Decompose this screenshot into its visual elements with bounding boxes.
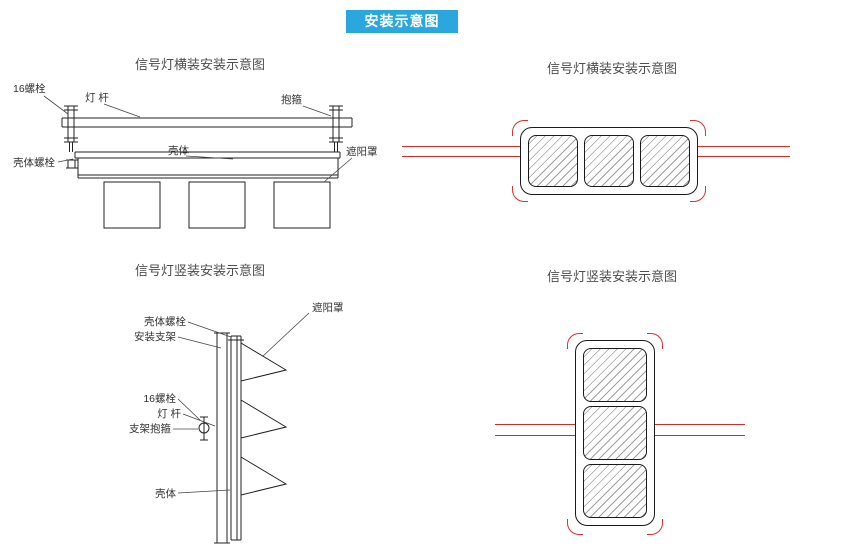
label-bolt16: 16螺栓 [13, 82, 46, 95]
vertical-side-labels: 遮阳罩 壳体螺栓 安装支架 16螺栓 灯 杆 支架抱箍 壳体 [129, 301, 344, 500]
vertical-side-diagram: 遮阳罩 壳体螺栓 安装支架 16螺栓 灯 杆 支架抱箍 壳体 [129, 301, 344, 544]
signal-lens [584, 135, 634, 187]
bracket-bolt-symbol [198, 416, 210, 441]
signal-lens [640, 135, 690, 187]
signal-lens [583, 464, 647, 518]
signal-lens [528, 135, 578, 187]
pole-segment-right [698, 146, 790, 157]
red-corner-mark [512, 120, 528, 136]
label-pole: 灯 杆 [157, 407, 181, 420]
section-title-vertical-side: 信号灯竖装安装示意图 [134, 263, 265, 278]
label-mount-bracket: 安装支架 [134, 330, 176, 343]
red-corner-mark [647, 519, 663, 535]
label-pole: 灯 杆 [85, 91, 109, 104]
label-housing: 壳体 [168, 144, 189, 157]
signal-lens [583, 348, 647, 402]
label-sunshade: 遮阳罩 [312, 301, 344, 314]
label-sunshade: 遮阳罩 [346, 145, 378, 158]
signal-housing-horizontal [520, 127, 698, 195]
red-corner-mark [512, 186, 528, 202]
red-corner-mark [690, 120, 706, 136]
red-corner-mark [567, 333, 583, 349]
housing-body [66, 151, 341, 179]
red-corner-mark [647, 333, 663, 349]
red-corner-mark [567, 519, 583, 535]
vertical-front-diagram [480, 330, 790, 542]
leader-lines [173, 312, 310, 494]
label-housing: 壳体 [155, 487, 176, 500]
sunshade-visors [240, 342, 288, 496]
label-bolt16: 16螺栓 [143, 392, 176, 405]
left-clamp [64, 105, 78, 152]
signal-lens [583, 406, 647, 460]
section-title-horizontal-side: 信号灯横装安装示意图 [134, 57, 265, 72]
horizontal-side-diagram: 16螺栓 灯 杆 抱箍 壳体螺栓 壳体 遮阳罩 [13, 82, 378, 229]
label-bracket-hoop: 支架抱箍 [129, 422, 171, 435]
horizontal-side-drawing [43, 95, 353, 229]
pole-segment-right [655, 424, 745, 436]
leader-lines [43, 95, 353, 183]
pole-horizontal [61, 117, 353, 128]
pole-segment-left [495, 424, 575, 436]
pole-segment-left [402, 146, 520, 157]
page-title: 安装示意图 [346, 10, 458, 33]
horizontal-side-labels: 16螺栓 灯 杆 抱箍 壳体螺栓 壳体 遮阳罩 [13, 82, 378, 169]
horizontal-front-diagram [400, 115, 800, 215]
sunshade-boxes [103, 181, 331, 229]
section-title-vertical-front: 信号灯竖装安装示意图 [546, 269, 677, 284]
pole-vertical [214, 332, 230, 544]
right-clamp [329, 105, 343, 152]
red-corner-mark [690, 186, 706, 202]
section-title-horizontal-front: 信号灯横装安装示意图 [546, 61, 677, 76]
label-housing-bolt: 壳体螺栓 [144, 315, 186, 328]
vertical-side-drawing [173, 312, 310, 544]
label-hoop: 抱箍 [281, 93, 302, 106]
signal-housing-vertical [575, 340, 655, 526]
label-housing-bolt: 壳体螺栓 [13, 156, 55, 169]
